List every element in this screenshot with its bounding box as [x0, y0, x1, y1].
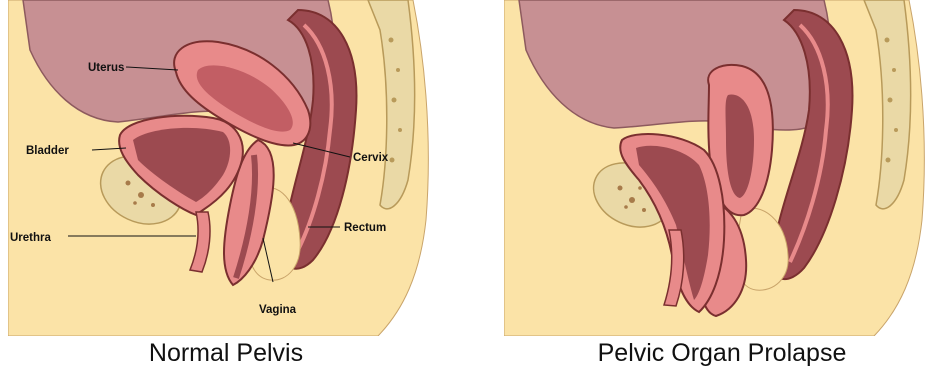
caption-normal-pelvis: Normal Pelvis [8, 337, 444, 369]
normal-pelvis-illustration: Uterus Bladder Urethra Vagina Cervix Rec… [8, 0, 444, 336]
prolapse-pelvis-drawing [504, 0, 940, 336]
normal-pelvis-drawing: Uterus Bladder Urethra Vagina Cervix Rec… [8, 0, 444, 336]
label-uterus: Uterus [88, 62, 124, 74]
label-rectum: Rectum [344, 222, 386, 234]
caption-pelvic-organ-prolapse: Pelvic Organ Prolapse [504, 337, 940, 369]
label-vagina: Vagina [259, 304, 297, 316]
prolapse-pelvis-illustration [504, 0, 940, 336]
label-bladder: Bladder [26, 145, 69, 157]
label-urethra: Urethra [10, 232, 52, 244]
label-cervix: Cervix [353, 152, 389, 164]
